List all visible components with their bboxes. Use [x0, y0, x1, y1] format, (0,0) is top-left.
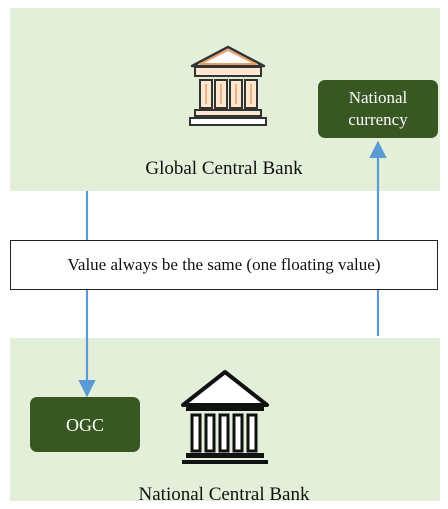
national-currency-box: National currency	[318, 80, 438, 138]
ogc-box: OGC	[30, 397, 140, 452]
value-statement-text: Value always be the same (one floating v…	[67, 255, 381, 274]
national-currency-line-1: National	[348, 88, 408, 107]
value-statement-box: Value always be the same (one floating v…	[10, 240, 438, 290]
global-central-bank-label: Global Central Bank	[145, 158, 303, 179]
national-currency-line-2: currency	[348, 110, 408, 129]
national-central-bank-label: National Central Bank	[138, 484, 310, 505]
ogc-label: OGC	[65, 414, 104, 435]
